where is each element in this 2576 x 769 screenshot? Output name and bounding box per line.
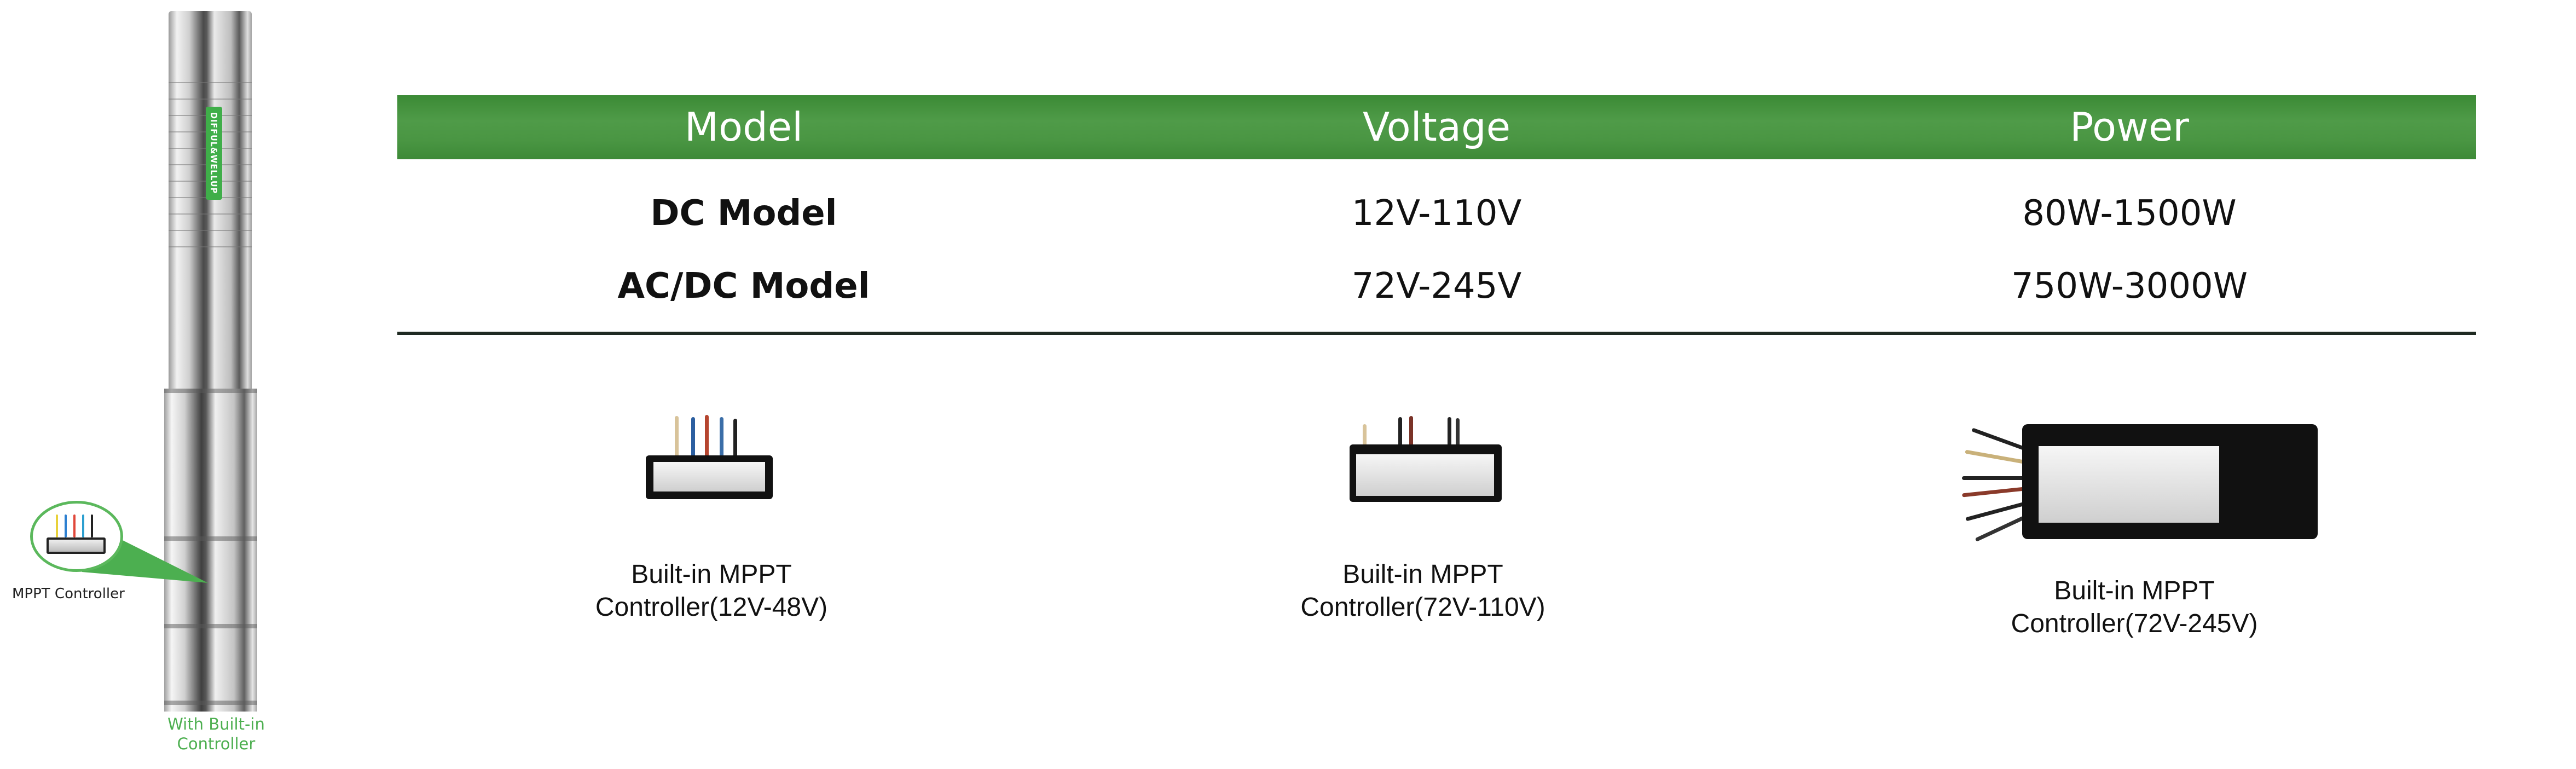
cell-power: 750W-3000W [2011,266,2248,307]
cell-model: AC/DC Model [617,266,870,307]
controller-caption: Built-in MPPT Controller(72V-245V) [1943,575,2326,640]
cell-voltage: 12V-110V [1351,193,1522,234]
caption-line1: Built-in MPPT [631,560,792,589]
pump-caption-line2: Controller [177,735,256,753]
controller-image-72-245v [1948,421,2320,542]
controller-caption: Built-in MPPT Controller(12V-48V) [520,558,903,624]
mppt-callout-label: MPPT Controller [12,586,125,602]
mppt-callout-bubble [30,501,123,572]
header-power: Power [2070,104,2189,150]
brand-logo: DIFFUL&WELLUP [206,107,222,200]
mppt-controller-icon [47,537,106,554]
table-row: AC/DC Model 72V-245V 750W-3000W [397,256,2476,316]
caption-line1: Built-in MPPT [2054,576,2215,605]
pump-upper-body: DIFFUL&WELLUP [169,11,252,394]
table-header: Model Voltage Power [397,95,2476,159]
header-voltage: Voltage [1362,104,1511,150]
brand-logo-text: DIFFUL&WELLUP [209,112,219,194]
controller-image-72-110v [1346,410,1505,504]
solar-pump-image: DIFFUL&WELLUP [164,11,257,712]
controller-caption: Built-in MPPT Controller(72V-110V) [1231,558,1614,624]
pump-caption-line1: With Built-in [167,715,265,733]
pump-caption: With Built-in Controller [153,714,279,754]
cell-model: DC Model [650,193,837,234]
caption-line2: Controller(72V-110V) [1300,593,1545,622]
caption-line2: Controller(12V-48V) [595,593,828,622]
pump-motor-body [164,389,257,712]
caption-line1: Built-in MPPT [1342,560,1503,589]
table-divider [397,332,2476,335]
header-model: Model [684,104,803,150]
cell-power: 80W-1500W [2022,193,2237,234]
table-row: DC Model 12V-110V 80W-1500W [397,183,2476,244]
caption-line2: Controller(72V-245V) [2011,609,2258,638]
cell-voltage: 72V-245V [1351,266,1522,307]
controller-image-12-48v [640,410,777,504]
